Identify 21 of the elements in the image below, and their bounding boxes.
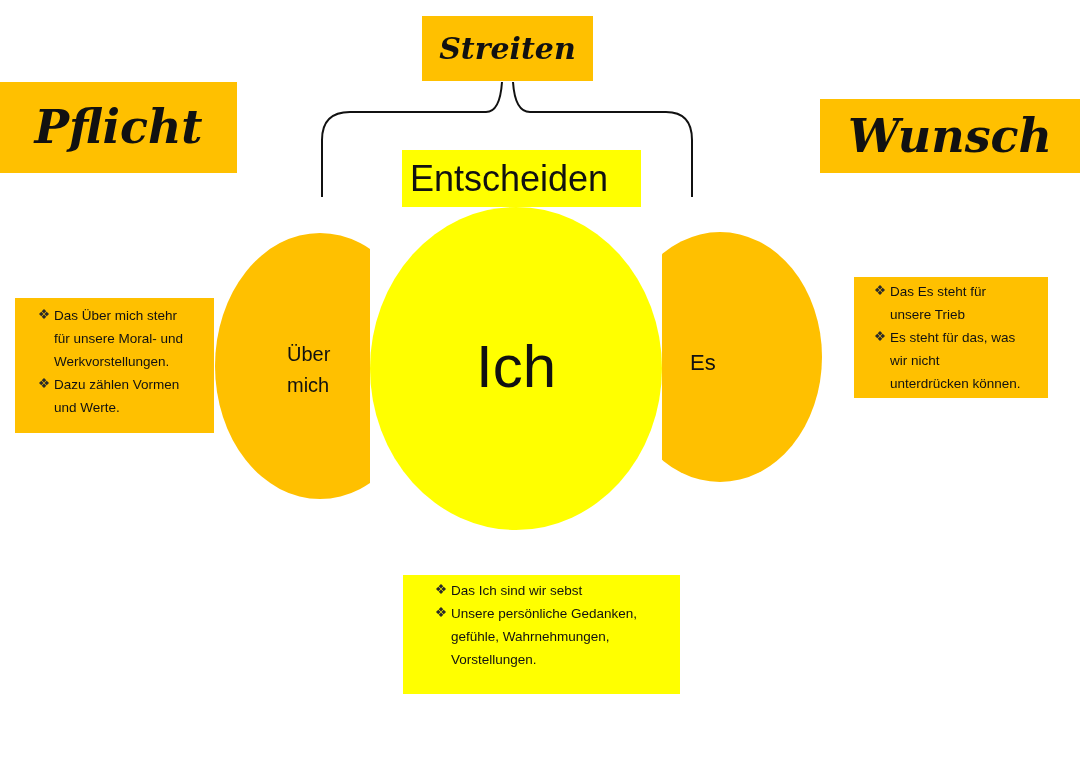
title-box	[402, 150, 641, 207]
note-text: Das Ich sind wir sebst	[451, 582, 584, 600]
circle-label: Über mich	[287, 342, 332, 398]
note-text: Dazu zählen Vormen und Werte.	[54, 376, 181, 417]
title-text: Pflicht	[34, 102, 203, 153]
note-text: Das Über mich stehr für unsere Moral- und Werkvorstellungen.	[54, 307, 185, 371]
title-text: Entscheiden	[410, 158, 609, 199]
note-text: Das Es steht für unsere Trieb	[890, 283, 988, 324]
title-text: Wunsch	[847, 110, 1052, 162]
concept-circle	[370, 207, 662, 530]
title-box	[0, 82, 237, 173]
title-box	[422, 16, 593, 81]
title-box	[820, 99, 1080, 173]
note-box	[403, 575, 680, 694]
title-text: Streiten	[439, 32, 576, 65]
circle-label: Ich	[476, 337, 556, 397]
circle-label: Es	[690, 349, 716, 377]
note-text: Unsere persönliche Gedanken, gefühle, Wahrnehmungen, Vorstellungen.	[451, 605, 639, 669]
note-box	[854, 277, 1048, 398]
note-box	[15, 298, 214, 433]
note-text: Es steht für das, was wir nicht unterdrücken können.	[890, 329, 1022, 393]
